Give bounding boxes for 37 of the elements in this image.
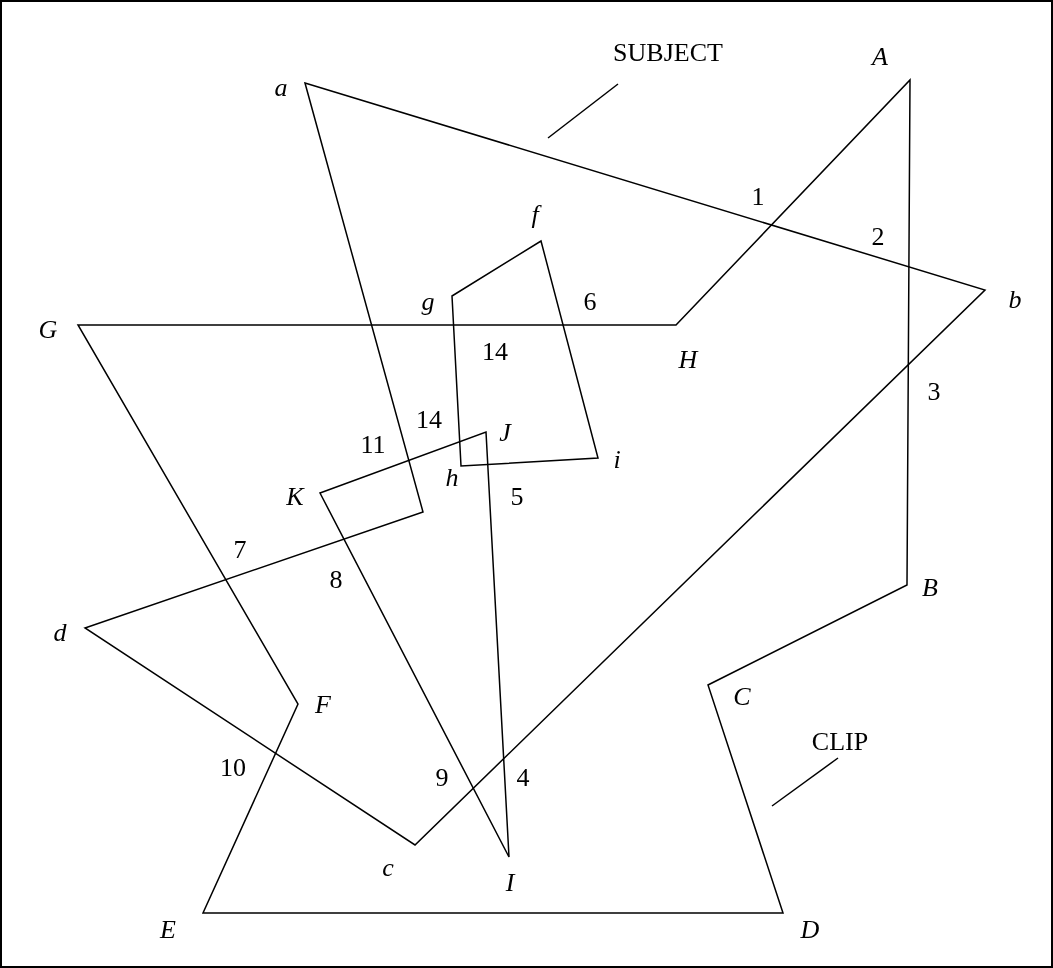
subject-label: SUBJECT <box>613 40 723 66</box>
vertex-label: F <box>315 692 331 718</box>
vertex-label: J <box>499 420 511 446</box>
vertex-label: H <box>678 347 698 373</box>
vertex-label: b <box>1008 287 1022 313</box>
intersection-number: 14 <box>416 407 442 433</box>
vertex-label: i <box>613 447 621 473</box>
vertex-label: I <box>505 870 515 896</box>
intersection-number: 7 <box>233 537 247 563</box>
vertex-label: D <box>800 917 820 943</box>
vertex-label: G <box>38 317 58 343</box>
intersection-number: 2 <box>871 224 885 250</box>
vertex-label: a <box>274 75 288 101</box>
intersection-number: 14 <box>482 339 508 365</box>
vertex-label: C <box>733 684 751 710</box>
vertex-label: B <box>922 575 938 601</box>
intersection-number: 5 <box>510 484 524 510</box>
intersection-number: 8 <box>329 567 343 593</box>
intersection-number: 6 <box>583 289 597 315</box>
clip-polygon <box>76 78 911 914</box>
vertex-label: h <box>445 465 459 491</box>
vertex-label: E <box>160 917 176 943</box>
vertex-label: g <box>421 289 435 315</box>
vertex-label: d <box>53 620 67 646</box>
leader-line <box>547 83 619 139</box>
intersection-number: 4 <box>516 765 530 791</box>
clip-label: CLIP <box>811 729 869 755</box>
intersection-number: 10 <box>220 755 246 781</box>
intersection-number: 9 <box>435 765 449 791</box>
intersection-number: 1 <box>751 184 765 210</box>
intersection-number: 11 <box>360 432 386 458</box>
intersection-number: 3 <box>927 379 941 405</box>
vertex-label: A <box>872 44 888 70</box>
vertex-label: K <box>286 484 304 510</box>
vertex-label: c <box>382 855 394 881</box>
subject-polygon <box>83 81 987 846</box>
leader-line <box>771 757 839 807</box>
